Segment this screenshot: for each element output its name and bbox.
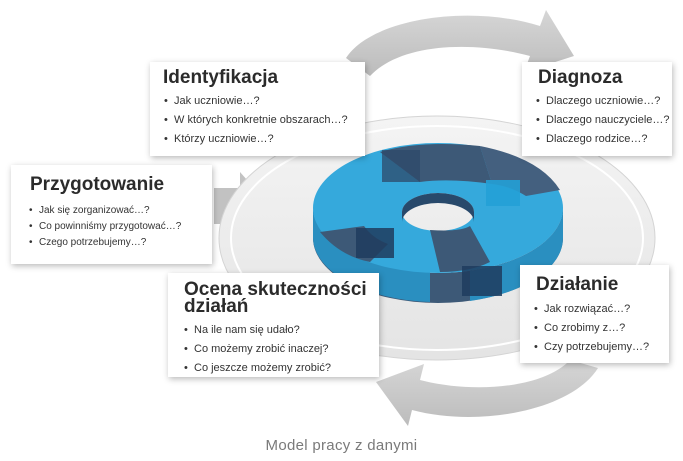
list-item: Dlaczego nauczyciele…? [536,111,672,130]
card-title: Identyfikacja [163,67,279,88]
list-item: Czego potrzebujemy…? [29,235,212,251]
list-item: Jak uczniowie…? [164,92,365,111]
list-item: Jak się zorganizować…? [29,203,212,219]
list-item: Co zrobimy z…? [534,319,669,338]
top-cycle-arrow [346,10,574,76]
list-item: Na ile nam się udało? [184,321,379,340]
card-list: Jak uczniowie…? W których konkretnie obs… [164,92,365,149]
card-dzialanie: Działanie Jak rozwiązać…? Co zrobimy z…?… [520,265,669,363]
card-title: Działanie [536,274,619,295]
list-item: Czy potrzebujemy…? [534,338,669,357]
list-item: Dlaczego uczniowie…? [536,92,672,111]
card-ocena: Ocena skuteczności działań Na ile nam si… [168,273,379,378]
cycle-ring [313,143,564,303]
list-item: Dlaczego rodzice…? [536,130,672,149]
card-list: Jak rozwiązać…? Co zrobimy z…? Czy potrz… [534,300,669,357]
card-identyfikacja: Identyfikacja Jak uczniowie…? W których … [150,62,365,156]
list-item: Którzy uczniowie…? [164,130,365,149]
list-item: Co powinniśmy przygotować…? [29,219,212,235]
list-item: Jak rozwiązać…? [534,300,669,319]
card-przygotowanie: Przygotowanie Jak się zorganizować…? Co … [11,165,212,264]
figure-caption: Model pracy z danymi [265,437,418,454]
list-item: Co możemy zrobić inaczej? [184,340,379,359]
card-title: Ocena skuteczności działań [184,279,367,317]
card-title: Przygotowanie [30,174,165,195]
list-item: Co jeszcze możemy zrobić? [184,359,379,378]
card-diagnoza: Diagnoza Dlaczego uczniowie…? Dlaczego n… [522,62,672,156]
card-list: Dlaczego uczniowie…? Dlaczego nauczyciel… [536,92,672,149]
card-title: Diagnoza [538,67,623,88]
card-list: Na ile nam się udało? Co możemy zrobić i… [184,321,379,378]
bottom-cycle-arrow [376,360,598,426]
list-item: W których konkretnie obszarach…? [164,111,365,130]
card-list: Jak się zorganizować…? Co powinniśmy prz… [29,203,212,251]
